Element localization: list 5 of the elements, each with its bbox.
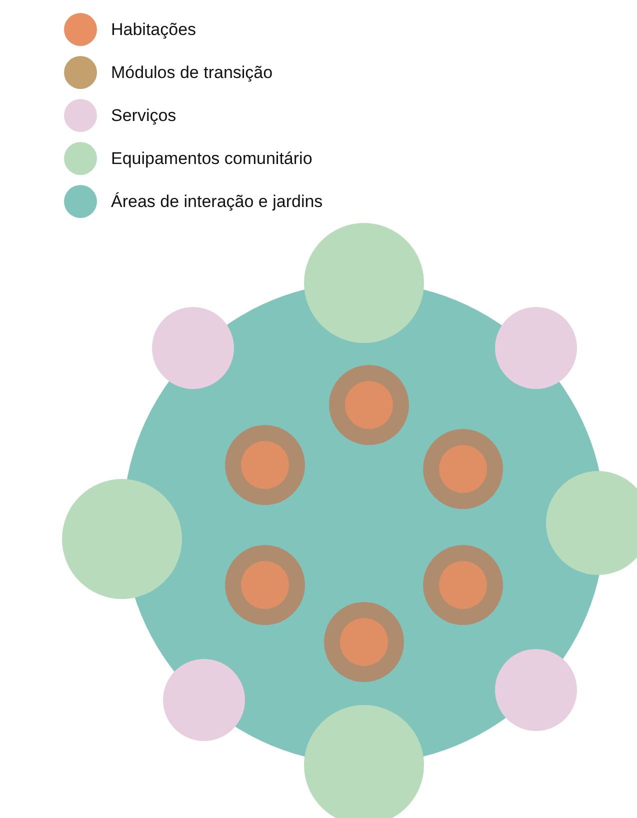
legend-label: Áreas de interação e jardins: [111, 190, 323, 213]
legend-label: Módulos de transição: [111, 62, 273, 84]
legend-label: Serviços: [111, 104, 176, 127]
legend-label: Equipamentos comunitário: [111, 148, 312, 170]
legend-label: Habitações: [111, 18, 196, 41]
